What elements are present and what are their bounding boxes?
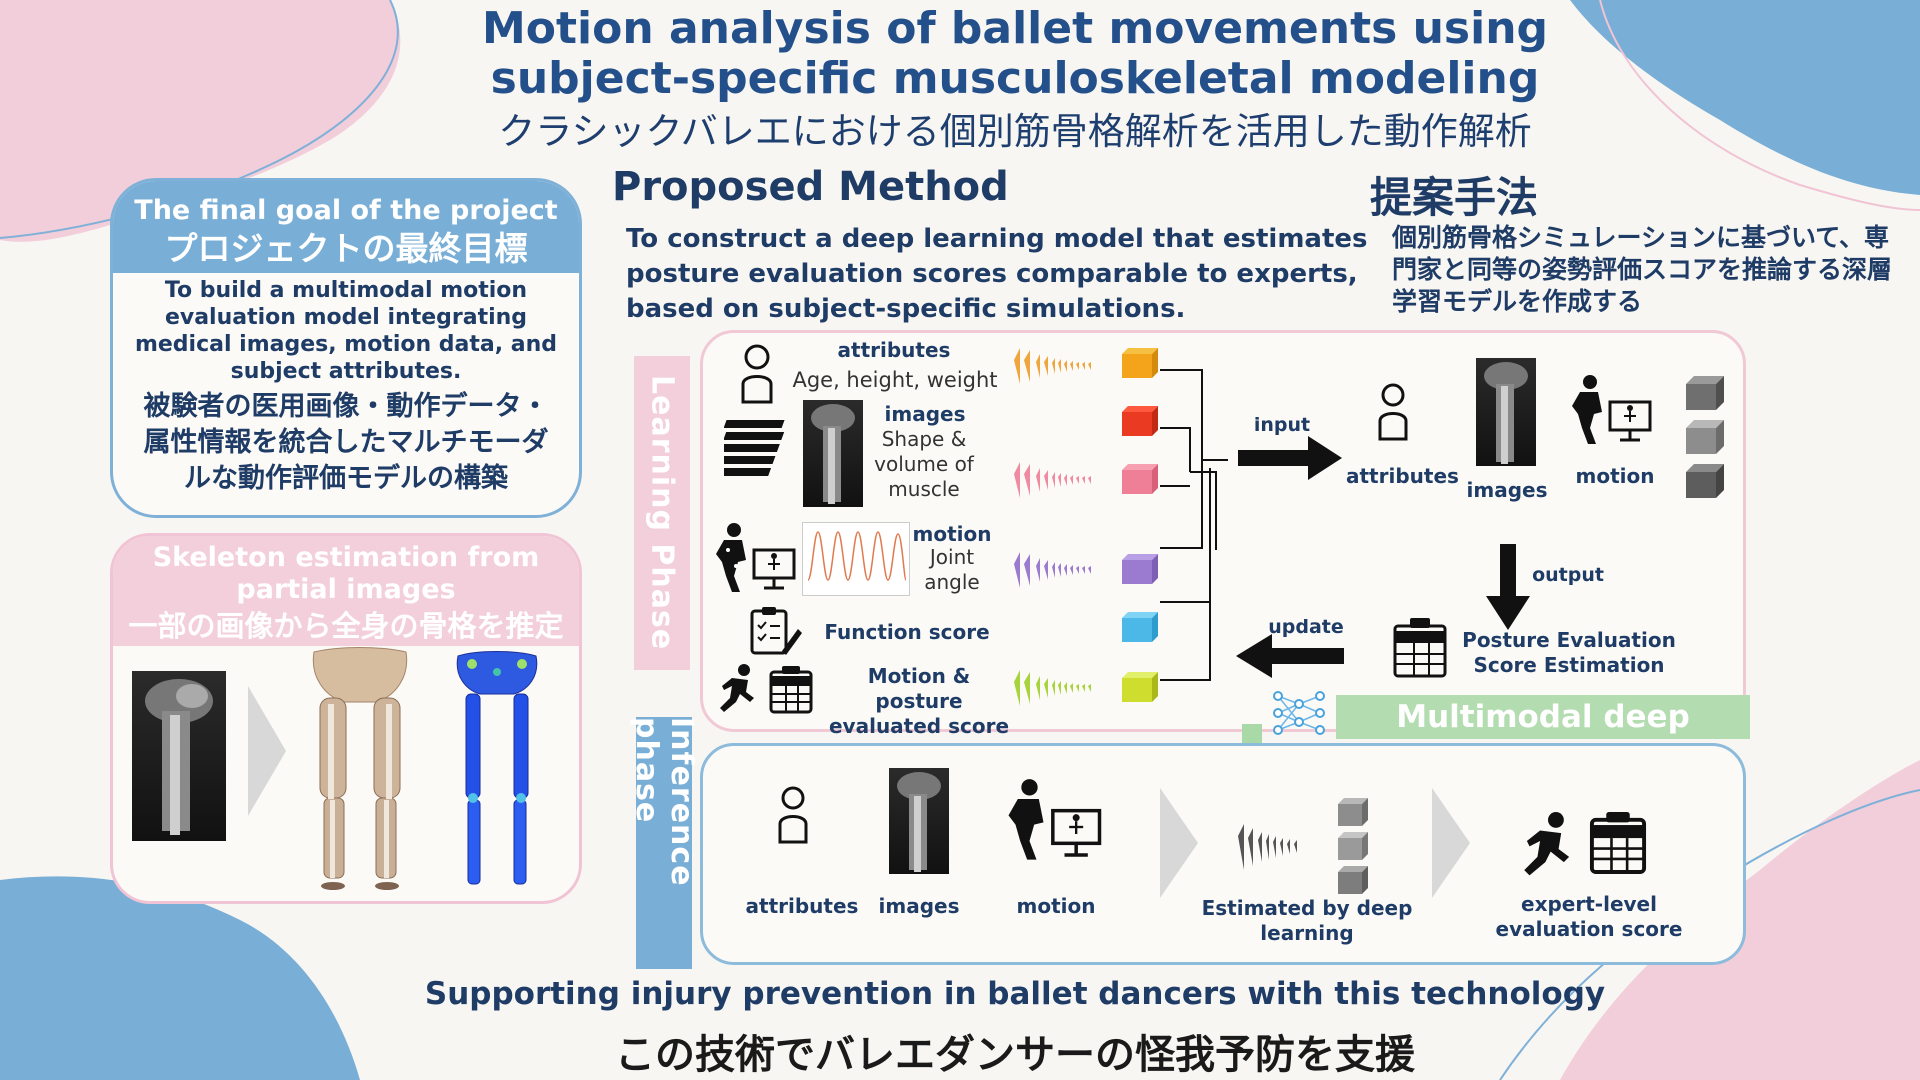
learning-attributes-out: attributes (1346, 464, 1459, 488)
motion-capture-icon-inf (1008, 779, 1102, 860)
motion-capture-icon (716, 523, 796, 592)
expert-level-score-label: expert-level evaluation score (1495, 892, 1683, 941)
bone-fem-image (456, 651, 538, 885)
inference-network-icon (1238, 798, 1368, 894)
score-board-icon-inf (1589, 812, 1647, 874)
skeleton-heading-en: Skeleton estimation from partial images (152, 542, 540, 605)
proposed-method-heading: Proposed Method (612, 164, 1009, 210)
inference-chevron-2 (1432, 788, 1470, 898)
title-line1: Motion analysis of ballet movements usin… (481, 3, 1549, 54)
learning-phase-text: Learning Phase (644, 375, 680, 651)
proposed-method-heading-jp: 提案手法 (1370, 173, 1539, 222)
title-jp: クラシックバレエにおける個別筋骨格解析を活用した動作解析 (498, 110, 1532, 153)
output-label: output (1532, 564, 1604, 586)
score-board-icon (769, 666, 813, 714)
learning-motion-sub: Joint angle (924, 545, 980, 594)
posture-evaluation-label: Posture Evaluation Score Estimation (1462, 628, 1676, 677)
learning-motion-out: motion (1575, 464, 1655, 488)
inference-mri-image (889, 768, 949, 874)
inference-phase-text: Inference phase (629, 717, 699, 887)
input-label: input (1253, 414, 1311, 436)
checklist-icon (750, 607, 802, 655)
goal-body-jp: 被験者の医用画像・動作データ・属性情報を統合したマルチモーダルな動作評価モデルの… (143, 391, 549, 494)
learning-phase-label: Learning Phase (634, 356, 690, 670)
person-icon (741, 344, 773, 404)
score-board-icon-out (1393, 618, 1447, 678)
learning-motion-title: motion (912, 522, 992, 546)
runner-icon (720, 664, 754, 712)
motion-posture-score-label: Motion & posture evaluated score (828, 664, 1010, 738)
joint-angle-graph (802, 522, 910, 596)
goal-heading-jp: プロジェクトの最終目標 (164, 229, 528, 268)
learning-images-sub: Shape & volume of muscle (874, 427, 974, 501)
partial-mri-image (132, 671, 226, 841)
learning-mri-image (803, 400, 863, 507)
ct-stack-icon (724, 420, 785, 476)
input-arrow (1238, 436, 1342, 480)
inference-phase-panel (700, 743, 1746, 965)
learning-images-out: images (1466, 478, 1548, 502)
learning-attributes-title: attributes (837, 338, 951, 362)
gray-cubes (1686, 376, 1724, 498)
footer-jp: この技術でバレエダンサーの怪我予防を支援 (615, 1032, 1415, 1078)
neural-network-icon (1273, 691, 1325, 735)
inference-attributes-label: attributes (745, 894, 859, 918)
connector-lines (1160, 369, 1228, 681)
proposed-method-description: To construct a deep learning model that … (626, 224, 1368, 324)
person-icon-inf (778, 786, 808, 844)
goal-heading: The final goal of the project プロジェクトの最終目… (113, 181, 579, 273)
inference-motion-label: motion (1016, 894, 1096, 918)
arrow-chevron-icon (248, 686, 286, 816)
skeleton-heading-jp: 一部の画像から全身の骨格を推定 (128, 609, 564, 643)
skeleton-heading: Skeleton estimation from partial images … (113, 536, 579, 646)
learning-attributes-sub: Age, height, weight (792, 368, 998, 392)
runner-icon-inf (1524, 812, 1570, 876)
bone-model-image (312, 647, 408, 890)
goal-heading-en: The final goal of the project (134, 195, 558, 226)
learning-images-title: images (884, 402, 966, 426)
title-line2: subject-specific musculoskeletal modelin… (490, 53, 1540, 104)
motion-capture-icon-out (1572, 375, 1652, 444)
update-arrow (1236, 634, 1344, 678)
inference-images-label: images (878, 894, 960, 918)
proposed-method-description-jp: 個別筋骨格シミュレーションに基づいて、専門家と同等の姿勢評価スコアを推論する深層… (1392, 223, 1893, 316)
footer-en: Supporting injury prevention in ballet d… (424, 976, 1606, 1012)
person-icon-out (1378, 383, 1408, 441)
encoder-networks (1014, 348, 1158, 706)
inference-chevron-1 (1160, 788, 1198, 898)
estimated-by-deep-learning-label: Estimated by deep learning (1201, 896, 1413, 945)
project-goal-panel: The final goal of the project プロジェクトの最終目… (110, 178, 582, 518)
update-label: update (1268, 616, 1344, 638)
cube-orange (1122, 348, 1158, 378)
goal-body-en: To build a multimodal motion evaluation … (134, 278, 558, 384)
inference-phase-label: Inference phase (629, 717, 699, 969)
multimodal-deep-learning-label: Multimodal deep learning (1336, 695, 1750, 779)
goal-body: To build a multimodal motion evaluation … (113, 273, 579, 497)
learning-out-mri (1476, 358, 1536, 466)
function-score-label: Function score (824, 620, 990, 644)
output-arrow (1486, 544, 1530, 630)
